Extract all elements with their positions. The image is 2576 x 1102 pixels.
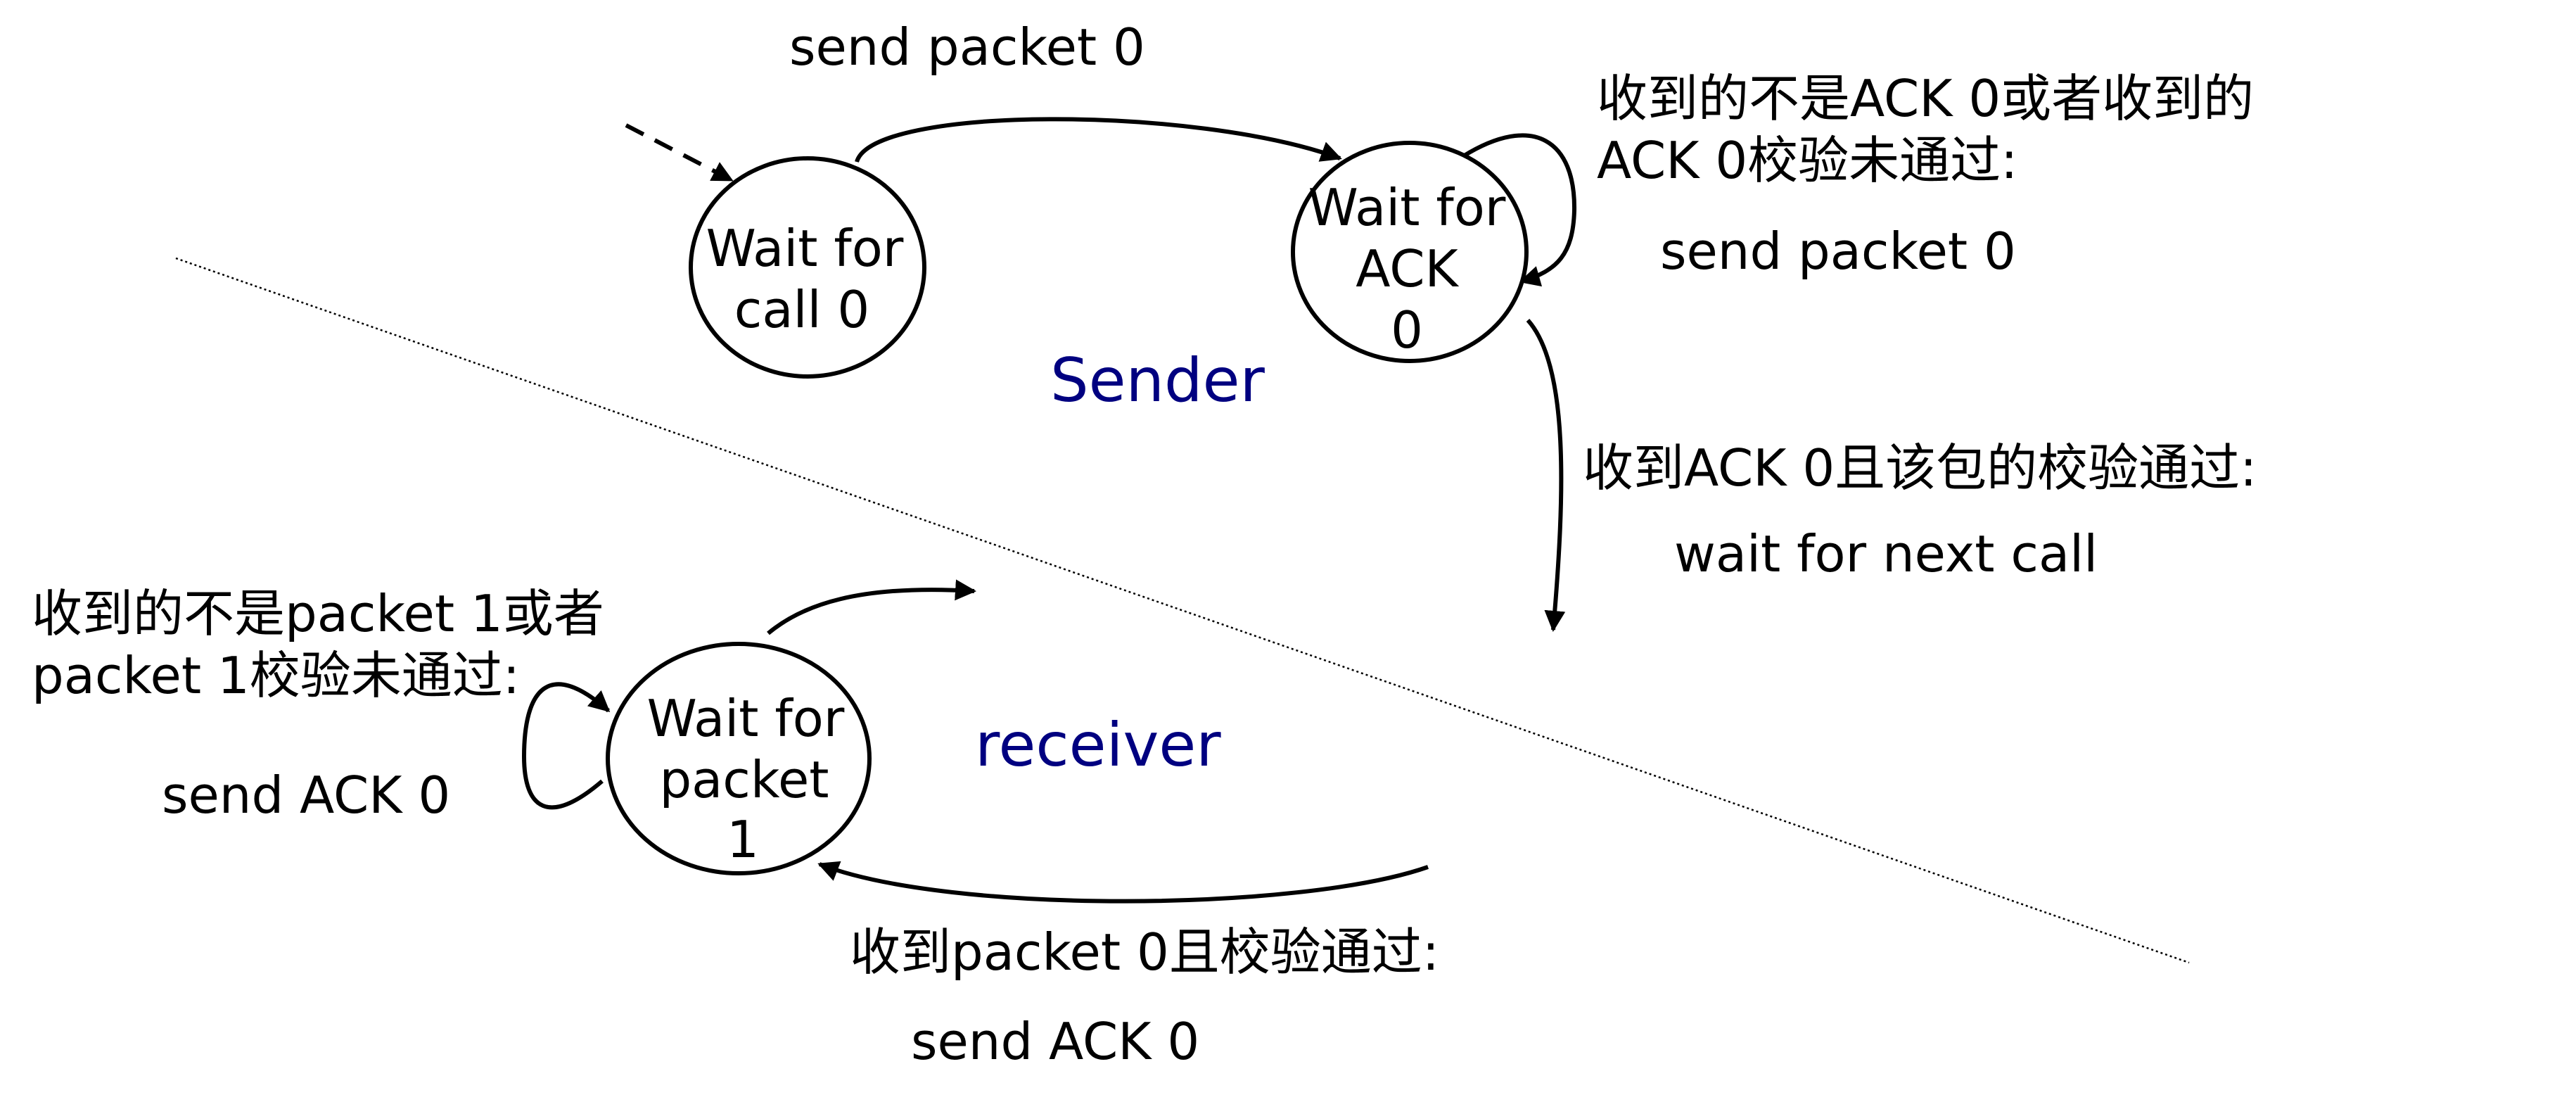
edge-call0-to-ack0 (855, 117, 1342, 163)
edge-packet1-self-loop (521, 682, 611, 810)
state-wait-packet-1-line-2: packet (659, 750, 829, 809)
label-packet1-entry-action: send ACK 0 (911, 1012, 1199, 1071)
label-ack0-self-loop-action: send packet 0 (1660, 222, 2016, 281)
edge-packet1-out (767, 579, 976, 635)
state-wait-ack-0-line-2: ACK (1356, 239, 1459, 298)
label-packet1-self-loop-action: send ACK 0 (162, 766, 450, 825)
state-wait-packet-1-line-3: 1 (727, 810, 759, 869)
label-ack0-self-loop-condition-1: 收到的不是ACK 0或者收到的 (1597, 69, 2254, 128)
state-wait-ack-0-line-3: 0 (1391, 300, 1423, 360)
edge-ack0-self-loop (1462, 133, 1577, 287)
edge-ack0-exit (1526, 319, 1566, 632)
state-wait-call-0 (689, 156, 926, 379)
state-wait-ack-0 (1291, 141, 1529, 363)
edge-packet1-entry (817, 861, 1429, 904)
sender-receiver-divider (175, 257, 2190, 964)
label-packet1-self-loop-condition-1: 收到的不是packet 1或者 (32, 584, 604, 643)
label-ack0-exit-action: wait for next call (1674, 524, 2098, 583)
label-ack0-self-loop-condition-2: ACK 0校验未通过: (1597, 131, 2017, 190)
label-call0-to-ack0-action: send packet 0 (789, 18, 1145, 77)
state-wait-call-0-line-1: Wait for (706, 219, 904, 278)
sender-label: Sender (1050, 346, 1265, 416)
label-packet1-self-loop-condition-2: packet 1校验未通过: (32, 646, 520, 705)
state-wait-call-0-line-2: call 0 (734, 280, 869, 339)
receiver-label: receiver (975, 710, 1221, 780)
state-wait-ack-0-line-1: Wait for (1308, 178, 1506, 237)
state-wait-packet-1-line-1: Wait for (647, 689, 845, 748)
label-packet1-entry-condition: 收到packet 0且校验通过: (850, 923, 1439, 982)
initial-state-arrow (625, 123, 734, 182)
label-ack0-exit-condition: 收到ACK 0且该包的校验通过: (1583, 438, 2257, 498)
state-wait-packet-1 (606, 642, 872, 875)
